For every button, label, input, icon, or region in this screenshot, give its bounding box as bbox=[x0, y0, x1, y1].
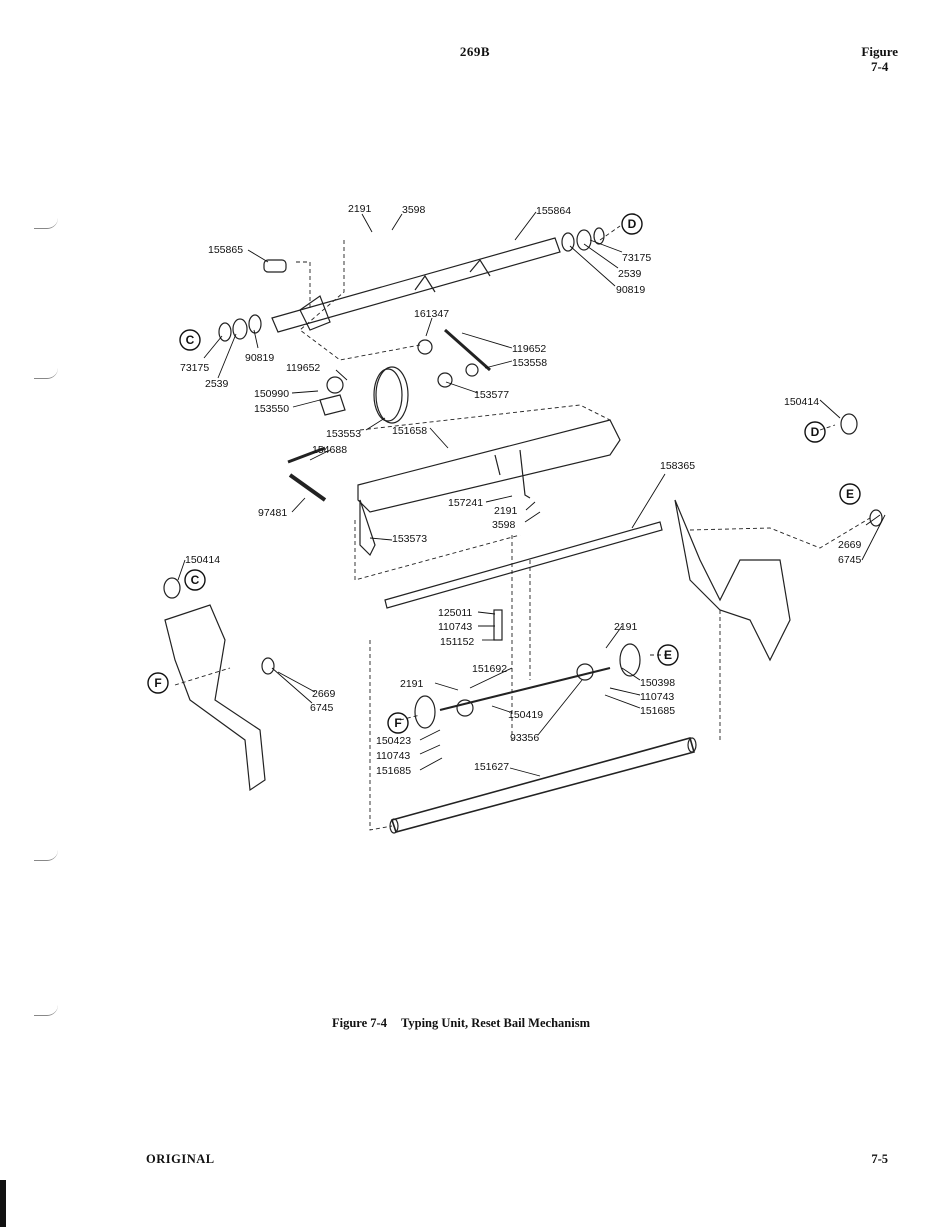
lower-shaft bbox=[390, 737, 695, 833]
part-label: 150419 bbox=[508, 709, 543, 721]
part-label: 2191 bbox=[400, 678, 424, 690]
part-label: 119652 bbox=[512, 343, 546, 355]
shaft-bracket bbox=[299, 295, 331, 331]
part-label: 2191 bbox=[348, 203, 372, 215]
part-label: 93356 bbox=[510, 732, 539, 744]
part-label: 151685 bbox=[376, 765, 411, 777]
part-label: 73175 bbox=[180, 362, 209, 374]
figure-caption: Figure 7-4 Typing Unit, Reset Bail Mechan… bbox=[332, 1016, 590, 1031]
callout-letter: F bbox=[394, 716, 401, 730]
part-label: 158365 bbox=[660, 460, 695, 472]
part-label: 150414 bbox=[784, 396, 819, 408]
part-label: 90819 bbox=[616, 284, 645, 296]
part-label: 151627 bbox=[474, 761, 509, 773]
figure-reference: Figure 7-4 bbox=[861, 44, 898, 74]
callout-letter: D bbox=[811, 425, 820, 439]
part-label: 119652 bbox=[286, 362, 320, 374]
part-label: 153577 bbox=[474, 389, 509, 401]
part-label: 151692 bbox=[472, 663, 507, 675]
part-label: 161347 bbox=[414, 308, 449, 320]
punch-mark bbox=[34, 1005, 58, 1016]
part-label: 157241 bbox=[448, 497, 483, 509]
spring bbox=[287, 446, 326, 464]
part-label: 151658 bbox=[392, 425, 427, 437]
callout-letter: E bbox=[846, 487, 854, 501]
part-label: 153553 bbox=[326, 428, 361, 440]
caption-title: Typing Unit, Reset Bail Mechanism bbox=[400, 1016, 590, 1030]
callout-letter: F bbox=[154, 676, 161, 690]
part-label: 110743 bbox=[438, 621, 472, 633]
part-label: 90819 bbox=[245, 352, 274, 364]
shaft-arms bbox=[414, 258, 491, 293]
part-label: 3598 bbox=[402, 204, 426, 216]
part-label: 153573 bbox=[392, 533, 427, 545]
part-label: 150398 bbox=[640, 677, 675, 689]
page-edge-strip bbox=[0, 1180, 6, 1227]
part-label: 2191 bbox=[614, 621, 638, 633]
part-label: 125011 bbox=[438, 607, 472, 619]
part-label: 2539 bbox=[618, 268, 642, 280]
punch-mark bbox=[34, 850, 58, 861]
part-label: 155865 bbox=[208, 244, 243, 256]
part-label: 73175 bbox=[622, 252, 651, 264]
right-frame bbox=[674, 499, 791, 662]
part-label: 110743 bbox=[640, 691, 674, 703]
part-label: 153550 bbox=[254, 403, 289, 415]
part-label: 6745 bbox=[310, 702, 334, 714]
bail-bar bbox=[384, 521, 663, 609]
doc-number: 269B bbox=[459, 44, 491, 59]
figure-number: 7-4 bbox=[871, 59, 889, 74]
part-label: 150990 bbox=[254, 388, 289, 400]
part-label: 151685 bbox=[640, 705, 675, 717]
page-number: 7-5 bbox=[871, 1152, 888, 1166]
part-label: 6745 bbox=[838, 554, 862, 566]
part-label: 2191 bbox=[494, 505, 518, 517]
part-label: 154688 bbox=[312, 444, 347, 456]
figure-word: Figure bbox=[861, 44, 898, 59]
punch-mark bbox=[34, 368, 58, 379]
callout-letter: C bbox=[186, 333, 195, 347]
footer-status: ORIGINAL bbox=[146, 1152, 215, 1166]
part-label: 97481 bbox=[258, 507, 287, 519]
part-label: 2539 bbox=[205, 378, 229, 390]
part-label: 2669 bbox=[838, 539, 862, 551]
part-label: 110743 bbox=[376, 750, 410, 762]
callout-letter: E bbox=[664, 648, 672, 662]
upper-shaft bbox=[271, 237, 561, 333]
part-label: 2669 bbox=[312, 688, 336, 700]
caption-label: Figure 7-4 bbox=[332, 1016, 387, 1030]
callout-letter: D bbox=[628, 217, 637, 231]
part-label: 153558 bbox=[512, 357, 547, 369]
part-label: 3598 bbox=[492, 519, 516, 531]
part-label: 150414 bbox=[185, 554, 220, 566]
left-frame bbox=[164, 604, 266, 792]
part-label: 151152 bbox=[440, 636, 474, 648]
reset-disk bbox=[375, 366, 409, 424]
callout-letter: C bbox=[191, 573, 200, 587]
part-label: 150423 bbox=[376, 735, 411, 747]
punch-mark bbox=[34, 218, 58, 229]
part-label: 155864 bbox=[536, 205, 571, 217]
